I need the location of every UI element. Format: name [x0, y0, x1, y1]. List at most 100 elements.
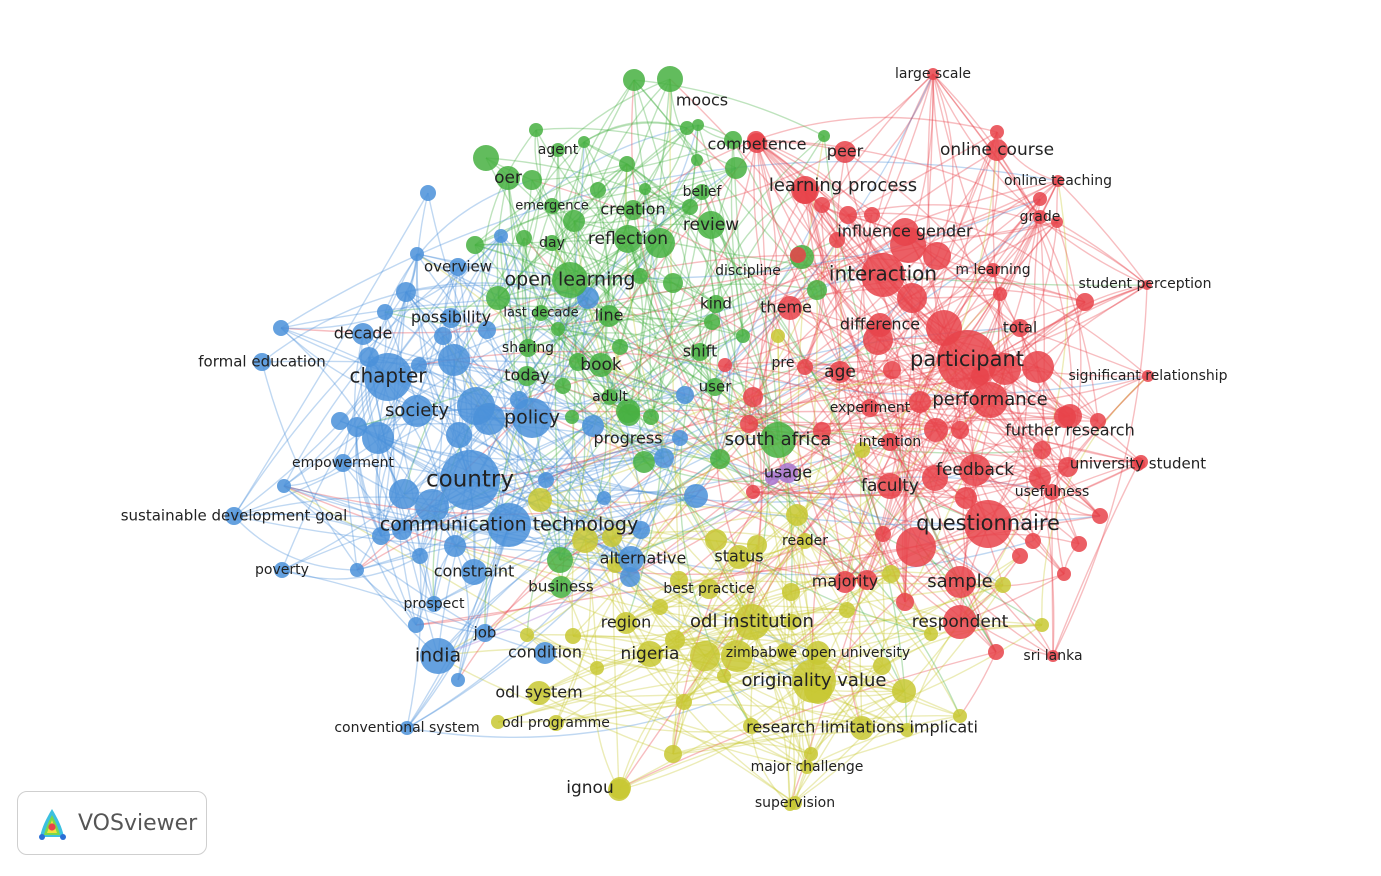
node-oer[interactable] — [496, 166, 520, 190]
node-research-limitations-implicati[interactable] — [850, 716, 874, 740]
node-chapter[interactable] — [364, 353, 412, 401]
node-south-africa[interactable] — [760, 422, 796, 458]
node-today[interactable] — [517, 366, 537, 386]
node-book[interactable] — [589, 353, 613, 377]
network-edge — [987, 327, 1028, 525]
node-kind[interactable] — [707, 295, 725, 313]
network-node — [743, 718, 759, 734]
node-online-teaching[interactable] — [1052, 175, 1064, 187]
node-supervision[interactable] — [788, 796, 802, 810]
node-majority[interactable] — [834, 571, 856, 593]
network-edge — [650, 416, 863, 729]
node-formal-education[interactable] — [253, 353, 271, 371]
node-feedback[interactable] — [959, 454, 991, 486]
node-peer[interactable] — [834, 141, 856, 163]
node-odl-system[interactable] — [527, 681, 551, 705]
node-sharing[interactable] — [519, 339, 537, 357]
node-major-challenge[interactable] — [800, 760, 814, 774]
node-poverty[interactable] — [274, 562, 290, 578]
node-society[interactable] — [401, 395, 433, 427]
node-age[interactable] — [829, 361, 851, 383]
node-moocs[interactable] — [657, 66, 683, 92]
node-emergence[interactable] — [544, 198, 560, 214]
node-usefulness[interactable] — [1044, 484, 1060, 500]
node-sri-lanka[interactable] — [1047, 650, 1059, 662]
node-line[interactable] — [598, 305, 620, 327]
node-last-decade[interactable] — [533, 305, 549, 321]
node-significant-relationship[interactable] — [1142, 370, 1154, 382]
node-communication-technology[interactable] — [487, 503, 531, 547]
network-edge — [810, 690, 905, 755]
node-shift[interactable] — [691, 343, 709, 361]
node-business[interactable] — [550, 576, 572, 598]
node-faculty[interactable] — [877, 473, 903, 499]
node-grade[interactable] — [1033, 210, 1047, 224]
node-region[interactable] — [615, 612, 637, 634]
node-alternative[interactable] — [618, 546, 644, 572]
node-constraint[interactable] — [461, 559, 487, 585]
network-edge — [752, 198, 1041, 493]
node-status[interactable] — [727, 545, 751, 569]
network-node — [1029, 467, 1051, 489]
node-odl-institution[interactable] — [734, 604, 770, 640]
network-edge — [497, 163, 628, 299]
network-node — [572, 527, 598, 553]
node-reader[interactable] — [797, 533, 813, 549]
node-review[interactable] — [697, 211, 725, 239]
node-agent[interactable] — [551, 143, 565, 157]
node-online-course[interactable] — [986, 139, 1008, 161]
node-pre[interactable] — [797, 359, 813, 375]
node-participant[interactable] — [937, 330, 997, 390]
node-best-practice[interactable] — [699, 579, 719, 599]
node-sustainable-development-goal[interactable] — [225, 507, 243, 525]
node-decade[interactable] — [352, 323, 374, 345]
node-adult[interactable] — [602, 389, 618, 405]
node-progress[interactable] — [616, 399, 640, 423]
node-discipline[interactable] — [790, 247, 806, 263]
node-large-scale[interactable] — [927, 68, 939, 80]
node-further-research[interactable] — [1058, 404, 1082, 428]
node-university-student[interactable] — [1131, 457, 1145, 471]
node-total[interactable] — [1011, 319, 1029, 337]
node-policy[interactable] — [512, 398, 552, 438]
node-questionnaire[interactable] — [964, 500, 1012, 548]
node-difference[interactable] — [868, 313, 892, 337]
node-creation[interactable] — [623, 200, 643, 220]
node-job[interactable] — [476, 624, 494, 642]
node-open-learning[interactable] — [552, 262, 588, 298]
network-edge — [261, 361, 439, 657]
node-belief[interactable] — [694, 184, 710, 200]
node-theme[interactable] — [778, 296, 802, 320]
node-possibility[interactable] — [441, 308, 461, 328]
node-zimbabwe-open-university[interactable] — [806, 641, 830, 665]
node-reflection[interactable] — [614, 225, 642, 253]
node-student-perception[interactable] — [1076, 293, 1094, 311]
node-day[interactable] — [544, 235, 560, 251]
node-usage[interactable] — [778, 463, 798, 483]
node-experiment[interactable] — [861, 399, 879, 417]
node-m-learning[interactable] — [986, 263, 1000, 277]
node-india[interactable] — [420, 638, 456, 674]
node-performance[interactable] — [972, 382, 1008, 418]
node-prospect[interactable] — [426, 596, 442, 612]
node-condition[interactable] — [534, 642, 556, 664]
network-node — [602, 527, 622, 547]
node-ignou[interactable] — [609, 777, 631, 799]
node-nigeria[interactable] — [637, 641, 663, 667]
node-interaction[interactable] — [861, 253, 905, 297]
node-learning-process[interactable] — [791, 176, 819, 204]
node-influence-gender[interactable] — [891, 218, 919, 246]
node-sample[interactable] — [944, 566, 976, 598]
node-overview[interactable] — [449, 258, 467, 276]
node-intention[interactable] — [881, 433, 899, 451]
node-country[interactable] — [440, 450, 500, 510]
node-odl-programme[interactable] — [548, 715, 564, 731]
node-respondent[interactable] — [943, 605, 977, 639]
node-empowerment[interactable] — [334, 454, 352, 472]
node-originality-value[interactable] — [792, 659, 836, 703]
network-node — [684, 484, 708, 508]
node-competence[interactable] — [747, 133, 767, 153]
node-user[interactable] — [706, 378, 724, 396]
network-edge — [821, 204, 1041, 479]
node-conventional-system[interactable] — [400, 721, 414, 735]
